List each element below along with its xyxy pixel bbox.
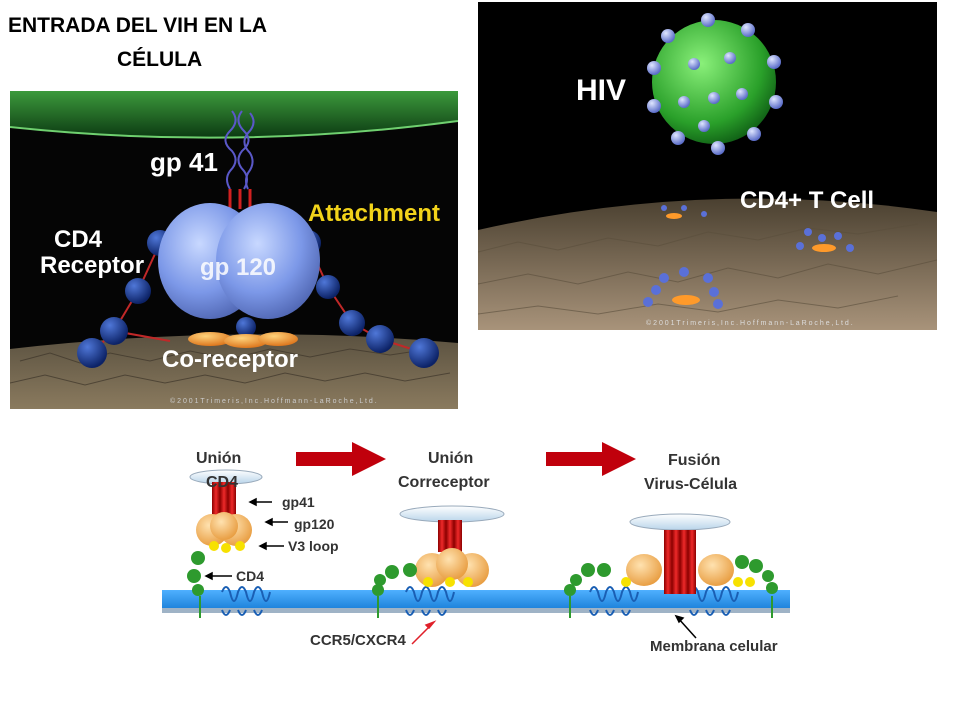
label-membrane: Membrana celular xyxy=(650,638,778,655)
label-gp120: gp120 xyxy=(294,516,335,532)
label-gp120-3d: gp 120 xyxy=(200,254,276,281)
copyright-right: © 2 0 0 1 T r i m e r i s , I n c . H o … xyxy=(646,319,853,327)
label-gp41: gp41 xyxy=(282,494,315,510)
stage2-title-line2: Correceptor xyxy=(398,474,490,491)
label-coreceptor: CCR5/CXCR4 xyxy=(310,632,406,649)
hiv-cell-illustration: HIV CD4+ T Cell © 2 0 0 1 T r i m e r i … xyxy=(478,2,937,330)
label-gp41-3d: gp 41 xyxy=(150,147,218,177)
hiv-cell-illustration-graphic: HIV CD4+ T Cell © 2 0 0 1 T r i m e r i … xyxy=(478,2,937,330)
label-hiv: HIV xyxy=(576,74,626,107)
stage-arrow-1 xyxy=(296,442,386,476)
label-cd4: CD4 xyxy=(236,568,265,584)
attachment-illustration: gp 41 Attachment CD4 Receptor gp 120 Co-… xyxy=(10,91,458,409)
stage3-virus xyxy=(621,513,755,594)
label-v3-loop: V3 loop xyxy=(288,538,339,554)
page-title-line1: ENTRADA DEL VIH EN LA xyxy=(8,14,268,37)
label-cd4-receptor-line1: CD4 xyxy=(54,226,103,253)
attachment-illustration-graphic: gp 41 Attachment CD4 Receptor gp 120 Co-… xyxy=(10,91,458,409)
stage1-title-line1: Unión xyxy=(196,450,242,467)
page-title-line2: CÉLULA xyxy=(117,48,203,71)
cell-membrane xyxy=(162,590,790,610)
stage1-virus xyxy=(189,469,263,553)
label-cd4-receptor-line2: Receptor xyxy=(40,252,144,279)
stage3-title-line1: Fusión xyxy=(668,452,721,469)
stage2-cd4 xyxy=(372,563,417,596)
stage1-cd4 xyxy=(187,551,205,596)
copyright-left: © 2 0 0 1 T r i m e r i s , I n c . H o … xyxy=(170,397,377,405)
stage2-virus xyxy=(399,505,505,587)
label-cd4-t-cell: CD4+ T Cell xyxy=(740,187,874,214)
label-attachment: Attachment xyxy=(308,200,440,227)
label-coreceptor-3d: Co-receptor xyxy=(162,346,298,373)
stage-arrow-2 xyxy=(546,442,636,476)
stage3-title-line2: Virus-Célula xyxy=(644,476,738,493)
stage2-title-line1: Unión xyxy=(428,450,474,467)
stage1-title-line2: CD4 xyxy=(206,474,239,491)
hiv-entry-diagram: Unión CD4 Unión Correceptor Fusión Virus… xyxy=(150,430,850,720)
hiv-entry-diagram-graphic xyxy=(162,442,790,645)
stage3-cd4 xyxy=(564,555,778,596)
